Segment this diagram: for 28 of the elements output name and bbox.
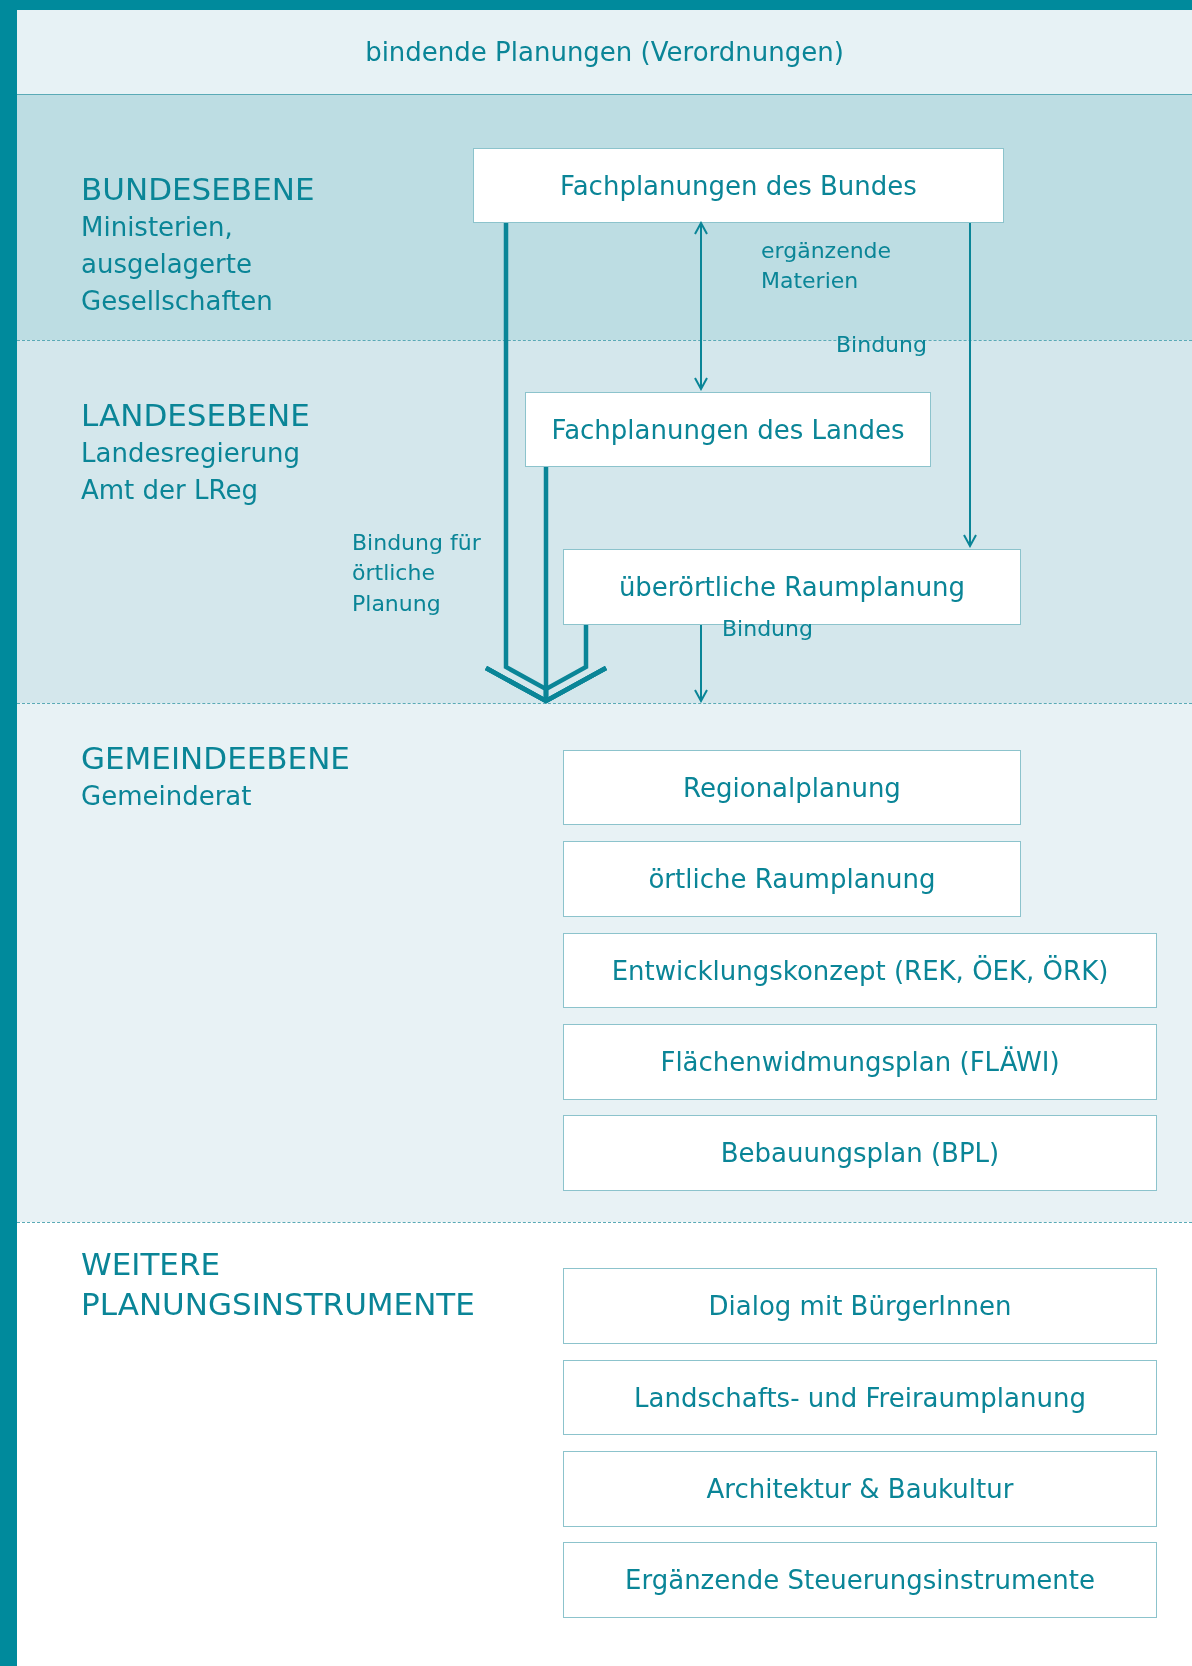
edge-label: Bindung	[836, 331, 927, 359]
plan-box: Entwicklungskonzept (REK, ÖEK, ÖRK)	[563, 933, 1157, 1008]
level-heading: BUNDESEBENE	[81, 170, 316, 209]
arrow	[963, 222, 977, 547]
arrow	[694, 222, 708, 390]
arrow	[694, 624, 708, 702]
level-band	[17, 703, 1192, 1222]
plan-box: örtliche Raumplanung	[563, 841, 1021, 917]
level-subtitle: Landesregierung Amt der LReg	[81, 437, 301, 508]
plan-box: Fachplanungen des Bundes	[473, 148, 1004, 223]
level-heading: WEITERE PLANUNGSINSTRUMENTE	[81, 1245, 476, 1325]
plan-box: Ergänzende Steuerungsinstrumente	[563, 1542, 1157, 1618]
plan-box: Architektur & Baukultur	[563, 1451, 1157, 1527]
level-heading: LANDESEBENE	[81, 396, 311, 435]
level-subtitle: Gemeinderat	[81, 780, 253, 814]
header-band	[17, 10, 1192, 94]
edge-label: Bindung für örtliche Planung	[352, 529, 482, 618]
header-text: bindende Planungen (Verordnungen)	[365, 37, 844, 67]
level-heading: GEMEINDEEBENE	[81, 739, 350, 778]
edge-label: ergänzende Materien	[761, 237, 893, 296]
level-subtitle: Ministerien, ausgelagerte Gesellschaften	[81, 211, 274, 319]
plan-box: Landschafts- und Freiraumplanung	[563, 1360, 1157, 1435]
arrow	[483, 625, 609, 704]
plan-box: Regionalplanung	[563, 750, 1021, 825]
plan-box: Fachplanungen des Landes	[525, 392, 931, 467]
plan-box: Flächenwidmungsplan (FLÄWI)	[563, 1024, 1157, 1100]
plan-box: Bebauungsplan (BPL)	[563, 1115, 1157, 1191]
plan-box: Dialog mit BürgerInnen	[563, 1268, 1157, 1344]
